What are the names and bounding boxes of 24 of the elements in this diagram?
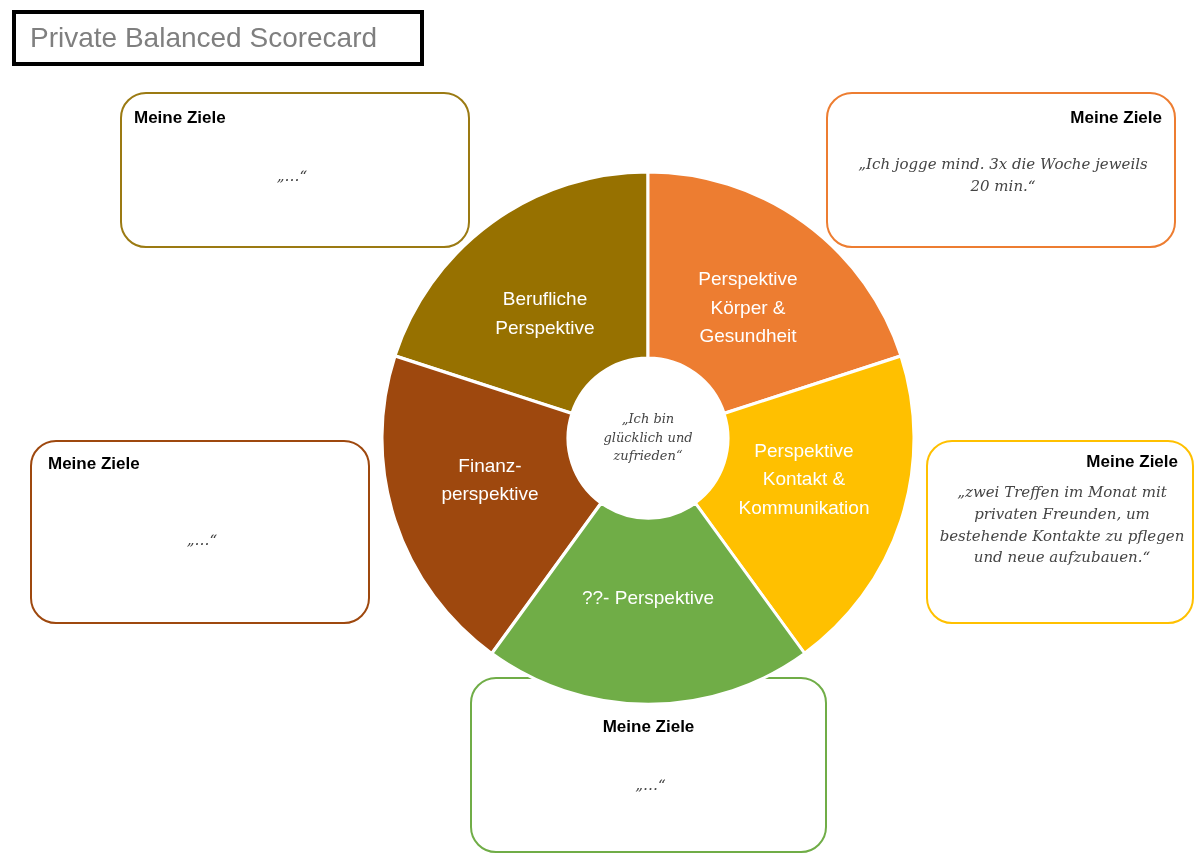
box-heading: Meine Ziele xyxy=(601,717,696,737)
title: Private Balanced Scorecard xyxy=(12,10,424,66)
goal-quote: „Ich jogge mind. 3x die Woche jeweils 20 min.“ xyxy=(857,154,1149,197)
segment-label: Perspektive Körper & Gesundheit xyxy=(697,267,799,349)
wheel-segment xyxy=(395,172,648,414)
goal-quote: „…“ xyxy=(634,775,667,796)
box-heading: Meine Ziele xyxy=(1070,108,1162,128)
goal-box xyxy=(926,440,1194,624)
goal-quote: „zwei Treffen im Monat mit privaten Freunden, um bestehende Kontakte zu pflegen und neue aufzubauen.“ xyxy=(938,482,1186,569)
box-heading: Meine Ziele xyxy=(1086,452,1178,472)
segment-label: Perspektive Kontakt & Kommunikation xyxy=(737,439,871,521)
segment-label: Finanz- perspektive xyxy=(440,453,540,506)
segment-label: Berufliche Perspektive xyxy=(494,286,596,340)
center-quote: „Ich bin glücklich und zufrieden“ xyxy=(602,409,694,466)
goal-quote: „…“ xyxy=(275,166,309,187)
segment-label: ??- Perspektive xyxy=(580,585,715,610)
goal-box xyxy=(826,92,1176,248)
wheel-segment xyxy=(648,172,901,414)
goal-box xyxy=(120,92,470,248)
goal-quote: „…“ xyxy=(185,530,219,551)
box-heading: Meine Ziele xyxy=(134,108,226,128)
box-heading: Meine Ziele xyxy=(48,454,140,474)
goal-box xyxy=(30,440,370,624)
goal-box xyxy=(470,677,827,853)
